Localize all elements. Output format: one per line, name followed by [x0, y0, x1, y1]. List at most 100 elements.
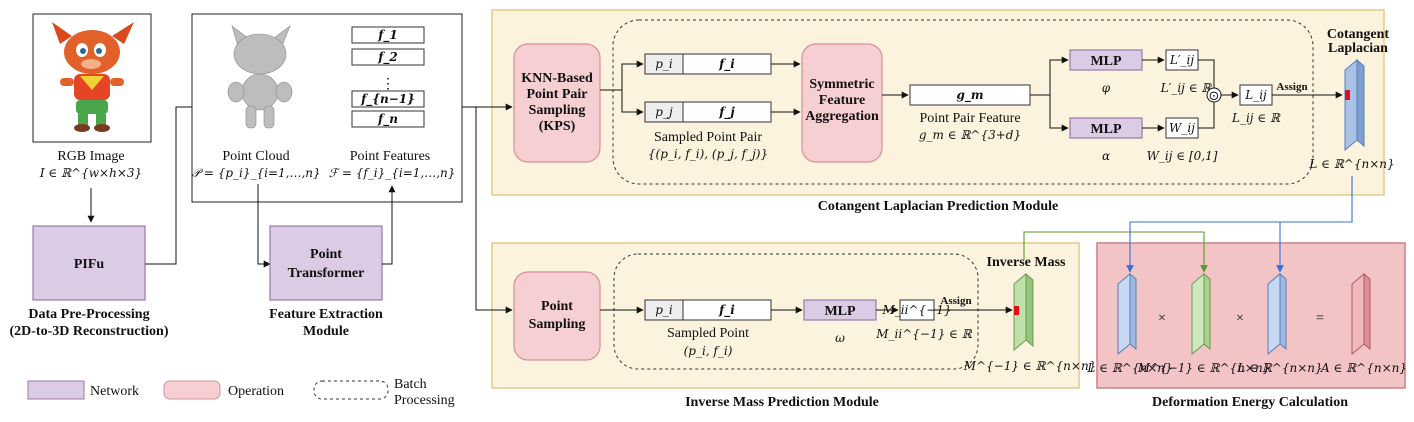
m-formula: M_ii^{−1} ∈ ℝ	[875, 327, 972, 341]
l-formula: L_ij ∈ ℝ	[1231, 111, 1281, 125]
pair-i-f: f_i	[718, 57, 735, 72]
sfa-line1: Symmetric	[809, 77, 874, 92]
feature-extraction-line1: Feature Extraction	[269, 307, 383, 322]
sfa-line2: Feature	[819, 93, 865, 108]
point-sampling-box	[513, 271, 601, 361]
cotangent-output-formula: L ∈ ℝ^{n×n}	[1308, 157, 1394, 171]
legend-operation-label: Operation	[228, 384, 284, 399]
energy-matrix-L	[1117, 272, 1137, 356]
point-cloud-formula: 𝒫 = {p_i}_{i=1,…,n}	[191, 166, 320, 180]
mlp-alpha-symbol: α	[1102, 149, 1110, 163]
point-feature-list: f_1f_2⋮f_{n−1}f_n	[351, 26, 425, 128]
assign-label-mass: Assign	[940, 295, 971, 307]
l-box-label: L_ij	[1244, 88, 1267, 102]
energy-term-2: M^{−1} ∈ ℝ^{n×n}	[1137, 361, 1271, 375]
mass-pair-p: p_i	[655, 303, 673, 317]
point-features-caption: Point Features	[350, 149, 431, 164]
arrow-kps-to-pair-i	[600, 60, 644, 91]
mass-output-title: Inverse Mass	[987, 255, 1066, 270]
legend-network-swatch	[27, 380, 85, 400]
energy-op-3: =	[1316, 311, 1324, 326]
energy-op-2: ×	[1236, 311, 1244, 326]
legend-operation-swatch	[163, 380, 221, 400]
w-formula: W_ij ∈ [0,1]	[1147, 149, 1218, 163]
arrow-panel-to-mass	[475, 107, 513, 314]
cotangent-output-title-1: Cotangent	[1327, 27, 1390, 42]
point-sampling-line2: Sampling	[529, 317, 586, 332]
energy-title: Deformation Energy Calculation	[1152, 395, 1348, 410]
arrow-m-to-energy-2	[1023, 231, 1208, 273]
mlp-omega-label: MLP	[824, 304, 856, 319]
l-prime-box-label: L′_ij	[1169, 53, 1195, 67]
feature-ellipsis: ⋮	[381, 76, 395, 92]
energy-term-1: L ∈ ℝ^{n×n}	[1086, 361, 1172, 375]
pair-j-f: f_j	[718, 105, 735, 120]
energy-op-1: ×	[1158, 311, 1166, 326]
energy-matrix-Minv	[1191, 272, 1211, 356]
arrow-kps-to-pair-j	[621, 90, 644, 116]
sampled-point-caption: Sampled Point	[667, 326, 749, 341]
mlp-phi-label: MLP	[1090, 54, 1122, 69]
arrow-g-to-mlp-alpha	[1049, 95, 1069, 132]
assign-label-cotangent: Assign	[1276, 81, 1307, 93]
point-cloud-caption: Point Cloud	[222, 149, 289, 164]
energy-term-3: L ∈ ℝ^{n×n}	[1236, 361, 1322, 375]
mlp-omega-symbol: ω	[835, 331, 845, 345]
mlp-phi-symbol: φ	[1102, 81, 1111, 95]
rgb-image-formula: I ∈ ℝ^{w×h×3}	[39, 166, 142, 180]
kps-line4: (KPS)	[539, 119, 576, 134]
line-lprime-to-hadamard	[1198, 59, 1215, 88]
kps-line1: KNN-Based	[521, 71, 593, 86]
feature-box	[351, 90, 425, 108]
mass-batch-region	[613, 253, 979, 370]
l-prime-formula: L′_ij ∈ ℝ	[1160, 81, 1213, 95]
point-transformer-line1: Point	[310, 247, 342, 262]
sampled-pair-caption: Sampled Point Pair	[654, 130, 762, 145]
energy-term-4: A ∈ ℝ^{n×n}	[1320, 361, 1407, 375]
mass-module-title: Inverse Mass Prediction Module	[685, 395, 879, 410]
m-box-label: M_ii^{−1}	[882, 303, 952, 317]
cotangent-batch-region	[612, 19, 1314, 185]
arrow-g-to-mlp-phi	[1030, 56, 1069, 96]
rgb-image-caption: RGB Image	[57, 149, 124, 164]
hadamard-symbol: ⊙	[1209, 89, 1220, 104]
feature-label: f_{n−1}	[360, 92, 415, 107]
pair-j-p: p_j	[655, 105, 673, 119]
g-box-label: g_m	[956, 88, 983, 103]
point-transformer-line2: Transformer	[288, 266, 365, 281]
sampled-pair-formula: {(p_i, f_i), (p_j, f_j)}	[648, 147, 768, 161]
point-cloud-figure	[227, 25, 293, 129]
inverse-mass-matrix	[1013, 272, 1034, 352]
arrow-pointcloud-to-transformer	[257, 184, 271, 268]
pair-feature-formula: g_m ∈ ℝ^{3+d}	[919, 128, 1021, 142]
feature-label: f_n	[377, 112, 398, 127]
point-features-formula: ℱ = {f_i}_{i=1,…,n}	[329, 166, 456, 180]
mlp-alpha-label: MLP	[1090, 122, 1122, 137]
kps-line2: Point Pair	[526, 87, 587, 102]
feature-box	[351, 26, 425, 44]
feature-box	[351, 110, 425, 128]
energy-matrices	[1117, 272, 1371, 356]
line-w-to-hadamard	[1198, 102, 1215, 129]
feature-extraction-line2: Module	[303, 324, 349, 339]
legend-batch-line2: Processing	[394, 393, 455, 408]
sfa-line3: Aggregation	[805, 109, 879, 124]
feature-label: f_2	[377, 50, 398, 65]
cotangent-laplacian-matrix	[1344, 58, 1365, 152]
energy-matrix-L2	[1267, 272, 1287, 356]
pifu-label: PIFu	[74, 257, 105, 272]
pifu-box	[32, 225, 146, 301]
point-transformer-box	[269, 225, 383, 301]
arrow-l-to-energy-1	[1126, 176, 1353, 273]
character-image	[52, 22, 134, 132]
arrow-transformer-to-features	[382, 185, 396, 265]
kps-line3: Sampling	[529, 103, 586, 118]
point-sampling-line1: Point	[541, 299, 573, 314]
w-box-label: W_ij	[1169, 121, 1195, 135]
feature-box	[351, 48, 425, 66]
legend-batch-swatch	[313, 380, 389, 400]
preprocess-line1: Data Pre-Processing	[28, 307, 149, 322]
energy-matrix-A	[1351, 272, 1371, 356]
kps-box	[513, 43, 601, 163]
